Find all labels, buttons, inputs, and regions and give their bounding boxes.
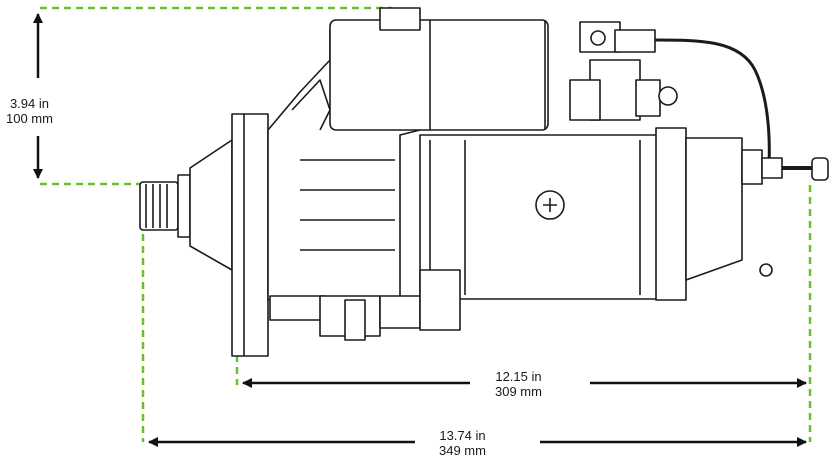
flange-dimension-label: 12.15 in 309 mm xyxy=(493,369,544,399)
flange-millimeters: 309 mm xyxy=(495,384,542,399)
solenoid xyxy=(329,19,549,131)
overall-inches: 13.74 in xyxy=(439,428,486,443)
height-inches: 3.94 in xyxy=(9,96,49,111)
lower-bracket xyxy=(269,263,773,341)
mounting-flange xyxy=(231,113,269,357)
starter-motor xyxy=(139,7,829,357)
nose-housing xyxy=(189,139,233,271)
flange-inches: 12.15 in xyxy=(495,369,542,384)
overall-dimension-label: 13.74 in 349 mm xyxy=(437,428,488,458)
solenoid-terminals xyxy=(569,21,678,121)
height-millimeters: 100 mm xyxy=(6,111,53,126)
pinion-gear xyxy=(139,174,191,238)
cable-wire xyxy=(654,38,771,176)
height-dimension-label: 3.94 in 100 mm xyxy=(4,96,55,126)
overall-millimeters: 349 mm xyxy=(439,443,486,458)
rear-bracket xyxy=(685,137,743,281)
end-cap xyxy=(655,127,687,301)
